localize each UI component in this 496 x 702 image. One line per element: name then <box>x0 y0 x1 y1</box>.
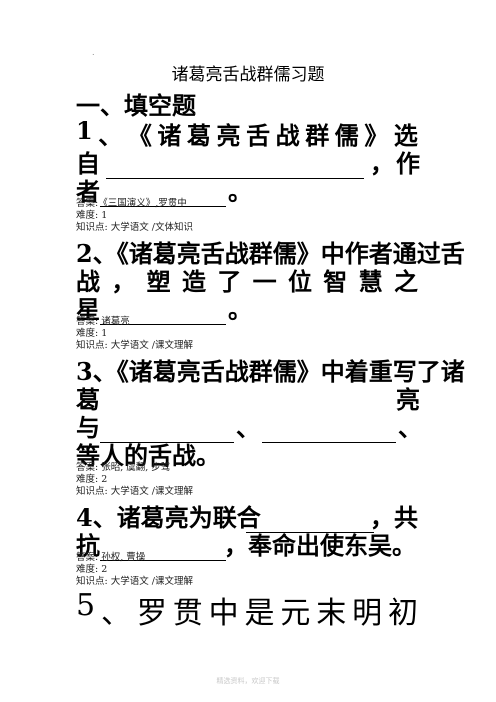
q1-char: 》 <box>364 121 389 150</box>
q3-blank-2 <box>262 428 396 447</box>
section-heading: 一、填空题 <box>76 91 196 120</box>
q2-char: 之 <box>393 267 418 296</box>
q5-char: 贯 <box>172 596 203 631</box>
q1-char: 群 <box>305 121 330 150</box>
q5-char: 5 <box>76 588 96 623</box>
q1-blank-source <box>106 164 364 183</box>
q4-line2-left: 抗 <box>76 531 100 560</box>
q2-line2: 战 ， 塑 造 了 一 位 智 慧 之 <box>76 262 418 297</box>
q5-line1: 5 、 罗 贯 中 是 元 末 明 初 <box>76 588 418 632</box>
page-title: 诸葛亮舌战群儒习题 <box>171 65 325 85</box>
q4-line2-end: ，奉命出使东吴。 <box>224 531 416 560</box>
q1-char: 诸 <box>157 121 182 150</box>
q5-char: 初 <box>387 596 418 631</box>
q2-line3-left: 星 <box>76 295 100 324</box>
q4-knowledge: 知识点: 大学语文 /课文理解 <box>76 576 193 587</box>
q4-blank-1 <box>246 518 374 537</box>
q4-line1-left: 4、诸葛亮为联合 <box>76 503 261 532</box>
page-footer: 精选资料，欢迎下载 <box>216 677 280 685</box>
q1-char: 战 <box>275 121 300 150</box>
q2-char: 塑 <box>146 267 171 296</box>
q3-knowledge: 知识点: 大学语文 /课文理解 <box>76 486 193 497</box>
q3-line3-end: 、 <box>398 413 422 442</box>
q3-line3-sep: 、 <box>236 413 260 442</box>
q1-char: 儒 <box>334 121 359 150</box>
q2-char: 造 <box>181 267 206 296</box>
q5-char: 末 <box>316 596 347 631</box>
q4-difficulty: 难度: 2 <box>76 564 108 575</box>
q2-char: 慧 <box>358 267 383 296</box>
q2-difficulty: 难度: 1 <box>76 328 108 339</box>
q1-difficulty: 难度: 1 <box>76 210 108 221</box>
q3-line1: 3、《诸葛亮舌战群儒》中着重写了诸 <box>76 357 465 386</box>
q2-char: 位 <box>287 267 312 296</box>
q1-line3-end: 。 <box>228 177 252 206</box>
q1-char: 选 <box>393 121 418 150</box>
q3-line2-right: 亮 <box>396 385 420 414</box>
q2-char: ， <box>111 267 136 296</box>
q1-char: 舌 <box>246 121 271 150</box>
q1-line2-right: 作 <box>396 149 420 178</box>
q1-line2-left: 自 <box>76 149 100 178</box>
q1-char: 葛 <box>186 121 211 150</box>
q5-char: 是 <box>244 596 275 631</box>
q4-answer: 答案: 孙权, 曹操 <box>76 552 146 563</box>
q1-char: 亮 <box>216 121 241 150</box>
q1-knowledge: 知识点: 大学语文 /文体知识 <box>76 222 193 233</box>
q5-char: 明 <box>352 596 383 631</box>
q2-line1: 2、《诸葛亮舌战群儒》中作者通过舌 <box>76 239 465 268</box>
q2-char: 战 <box>76 267 100 296</box>
q2-answer: 答案: 诸葛亮 <box>76 316 130 327</box>
q2-blank-answer <box>100 310 226 329</box>
q1-answer: 答案:《三国演义》,罗贯中 <box>76 198 187 209</box>
q5-char: 罗 <box>136 596 167 631</box>
q3-answer: 答案: 张昭, 虞翻, 步骘 <box>76 462 171 473</box>
q2-knowledge: 知识点: 大学语文 /课文理解 <box>76 340 193 351</box>
q5-char: 元 <box>280 596 311 631</box>
q5-char: 中 <box>208 596 239 631</box>
q2-line3-end: 。 <box>228 295 252 324</box>
q1-char: 1 <box>76 116 93 145</box>
q1-line2-mid: ， <box>370 149 394 178</box>
q3-line2-left: 葛 <box>76 385 100 414</box>
q1-char: 《 <box>127 121 152 150</box>
q3-blank-1 <box>100 428 234 447</box>
q4-line1-end: ，共 <box>370 503 418 532</box>
q3-line3-left: 与 <box>76 413 100 442</box>
corner-mark: . <box>92 48 95 57</box>
q1-line3-left: 者 <box>76 177 100 206</box>
q3-difficulty: 难度: 2 <box>76 474 108 485</box>
q3-line4: 等人的舌战。 <box>76 441 220 470</box>
q1-char: 、 <box>98 121 123 150</box>
q5-char: 、 <box>100 596 131 631</box>
q1-line1: 1 、 《 诸 葛 亮 舌 战 群 儒 》 选 <box>76 116 418 151</box>
q2-char: 智 <box>323 267 348 296</box>
q2-char: 了 <box>217 267 242 296</box>
q1-blank-author <box>100 192 226 211</box>
q4-blank-2 <box>100 546 226 565</box>
q2-char: 一 <box>252 267 277 296</box>
